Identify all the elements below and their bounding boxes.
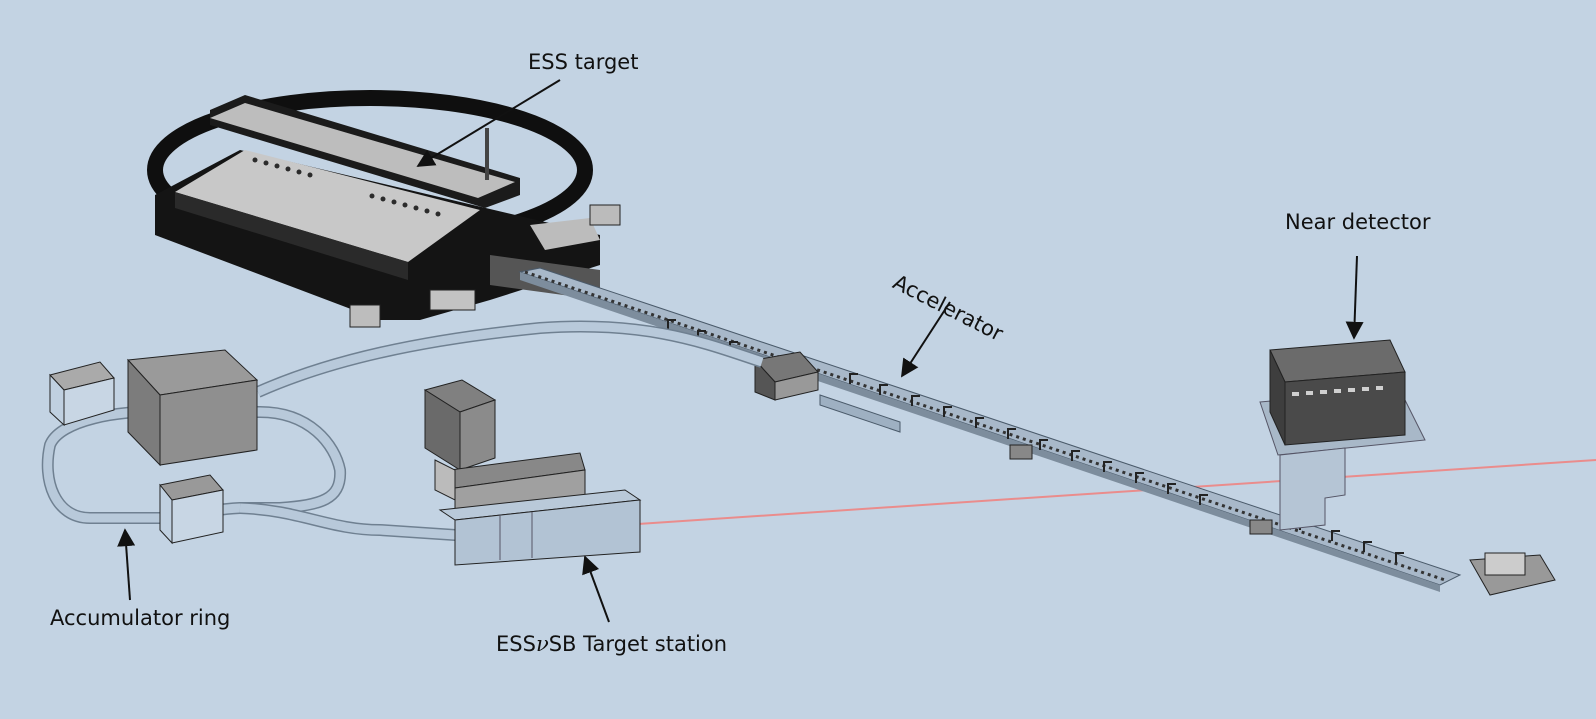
essnusb-target-station [423, 379, 642, 566]
ess-target-label: ESS target [528, 50, 639, 74]
accelerator-arrow [901, 301, 951, 378]
target-station-label: ESSνSB Target station [496, 632, 727, 656]
near-detector-arrow [1345, 255, 1364, 340]
neutrino-beam-line [637, 459, 1596, 525]
accumulator-ring-label: Accumulator ring [50, 606, 231, 630]
near-detector-building [1259, 339, 1426, 531]
near-detector-label: Near detector [1285, 210, 1431, 234]
accumulator-ring [41, 349, 456, 545]
target-station-label-suffix: SB Target station [548, 632, 728, 656]
accumulator-ring-arrow [117, 528, 136, 601]
transfer-tunnel [255, 320, 764, 398]
ess-target-building [147, 90, 621, 328]
ess-target-arrow [416, 79, 561, 167]
target-station-label-nu: ν [535, 632, 549, 656]
target-station-label-prefix: ESS [496, 632, 536, 656]
target-station-arrow [582, 555, 610, 623]
